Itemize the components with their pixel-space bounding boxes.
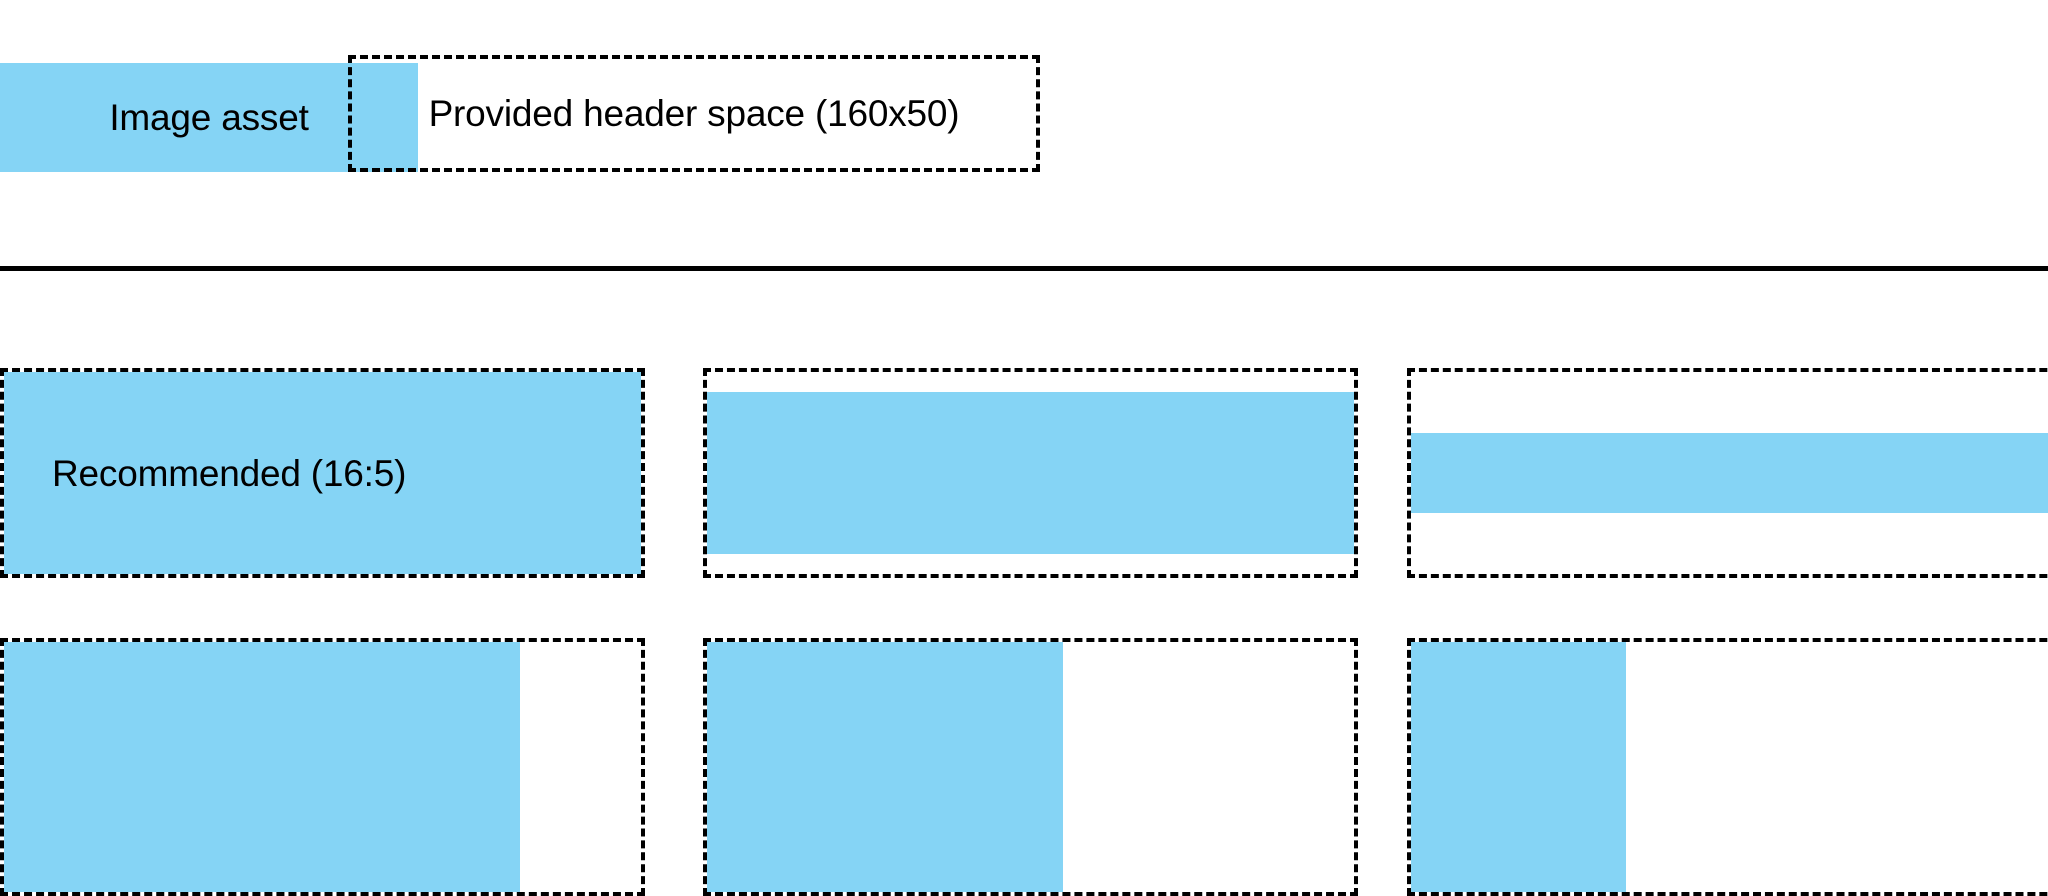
sample-cell-taller-than-space: [703, 368, 1358, 578]
asset-fill: [707, 642, 1063, 892]
asset-fill: [1411, 432, 2048, 514]
sample-cell-narrower-31: [1407, 638, 2048, 896]
asset-fill: [707, 392, 1354, 554]
legend-provided-header-space-box: Provided header space (160x50): [348, 55, 1040, 172]
sample-cell-narrower-81: [0, 638, 645, 896]
legend-provided-header-space-label: Provided header space (160x50): [428, 93, 960, 134]
sample-row-2: [0, 638, 2048, 896]
legend: Image asset Provided header space (160x5…: [0, 55, 2048, 175]
asset-fill: Recommended (16:5): [4, 372, 641, 574]
asset-fill: [4, 642, 520, 892]
section-divider: [0, 266, 2048, 271]
sample-cell-recommended-16-5: Recommended (16:5): [0, 368, 645, 578]
asset-fill: [1411, 642, 1626, 892]
sample-row-1: Recommended (16:5): [0, 368, 2048, 578]
sample-cell-shorter-than-space: [1407, 368, 2048, 578]
sample-cell-narrower-55: [703, 638, 1358, 896]
recommended-ratio-label: Recommended (16:5): [52, 452, 407, 494]
legend-image-asset-label: Image asset: [109, 97, 309, 138]
